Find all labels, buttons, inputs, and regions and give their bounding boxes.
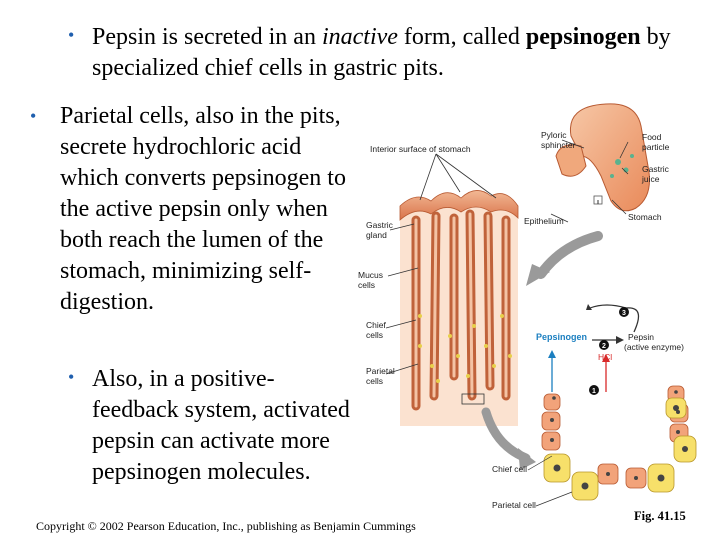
label-gastric-gland-1: Gastric — [366, 220, 394, 230]
label-chief-cell: Chief cell — [492, 464, 527, 474]
label-chief-1: Chief — [366, 320, 386, 330]
label-pepsinogen: Pepsinogen — [536, 332, 587, 342]
label-hcl: HCl — [598, 352, 612, 362]
bullet-text-part: Pepsin is secreted in an — [92, 24, 322, 50]
label-interior-surface: Interior surface of stomach — [370, 144, 471, 154]
bullet-emphasis-inactive: inactive — [321, 24, 398, 50]
bullet-marker: • — [30, 106, 37, 126]
bullet-marker: • — [68, 367, 75, 387]
label-gastric-juice-1: Gastric — [642, 164, 670, 174]
step-markers: 1 2 3 — [589, 307, 629, 395]
stomach-illustration — [555, 103, 650, 212]
label-pyloric-2: sphincter — [541, 140, 576, 150]
label-parietal-1: Parietal — [366, 366, 395, 376]
figure-number: Fig. 41.15 — [634, 509, 686, 523]
label-pepsin: Pepsin — [628, 332, 654, 342]
bullet-marker: • — [68, 25, 75, 45]
label-epithelium: Epithelium — [524, 216, 564, 226]
step-2-label: 2 — [602, 343, 606, 350]
step-1-label: 1 — [592, 388, 596, 395]
gastric-gland-figure: 1 2 3 Interior surface of stomach Pylori… — [358, 103, 697, 510]
label-parietal-cell: Parietal cell — [492, 500, 536, 510]
copyright-footer: Copyright © 2002 Pearson Education, Inc.… — [36, 519, 416, 533]
bullet-text-part: by specialized chief cells in gastric pi… — [92, 24, 671, 81]
bullet-parietal-cells: Parietal cells, also in the pits, secret… — [60, 103, 346, 315]
label-mucus-1: Mucus — [358, 270, 383, 280]
bullet-bold-pepsinogen: pepsinogen — [525, 24, 641, 50]
bullet-pepsin-secretion: Pepsin is secreted in an inactive form, … — [92, 22, 692, 84]
gastric-cells-detail — [541, 385, 697, 501]
label-stomach: Stomach — [628, 212, 662, 222]
bullet-text-part: form, called — [397, 24, 526, 50]
gastric-mucosa — [399, 190, 519, 426]
bullet-positive-feedback: Also, in a positive-feedback system, act… — [92, 366, 350, 485]
label-active-enzyme: (active enzyme) — [624, 342, 684, 352]
label-gastric-juice-2: juice — [641, 174, 660, 184]
label-food-1: Food — [642, 132, 662, 142]
label-food-2: particle — [642, 142, 670, 152]
step-3-label: 3 — [622, 310, 626, 317]
label-parietal-2: cells — [366, 376, 383, 386]
label-pyloric-1: Pyloric — [541, 130, 567, 140]
label-mucus-2: cells — [358, 280, 375, 290]
label-gastric-gland-2: gland — [366, 230, 387, 240]
label-chief-2: cells — [366, 330, 383, 340]
